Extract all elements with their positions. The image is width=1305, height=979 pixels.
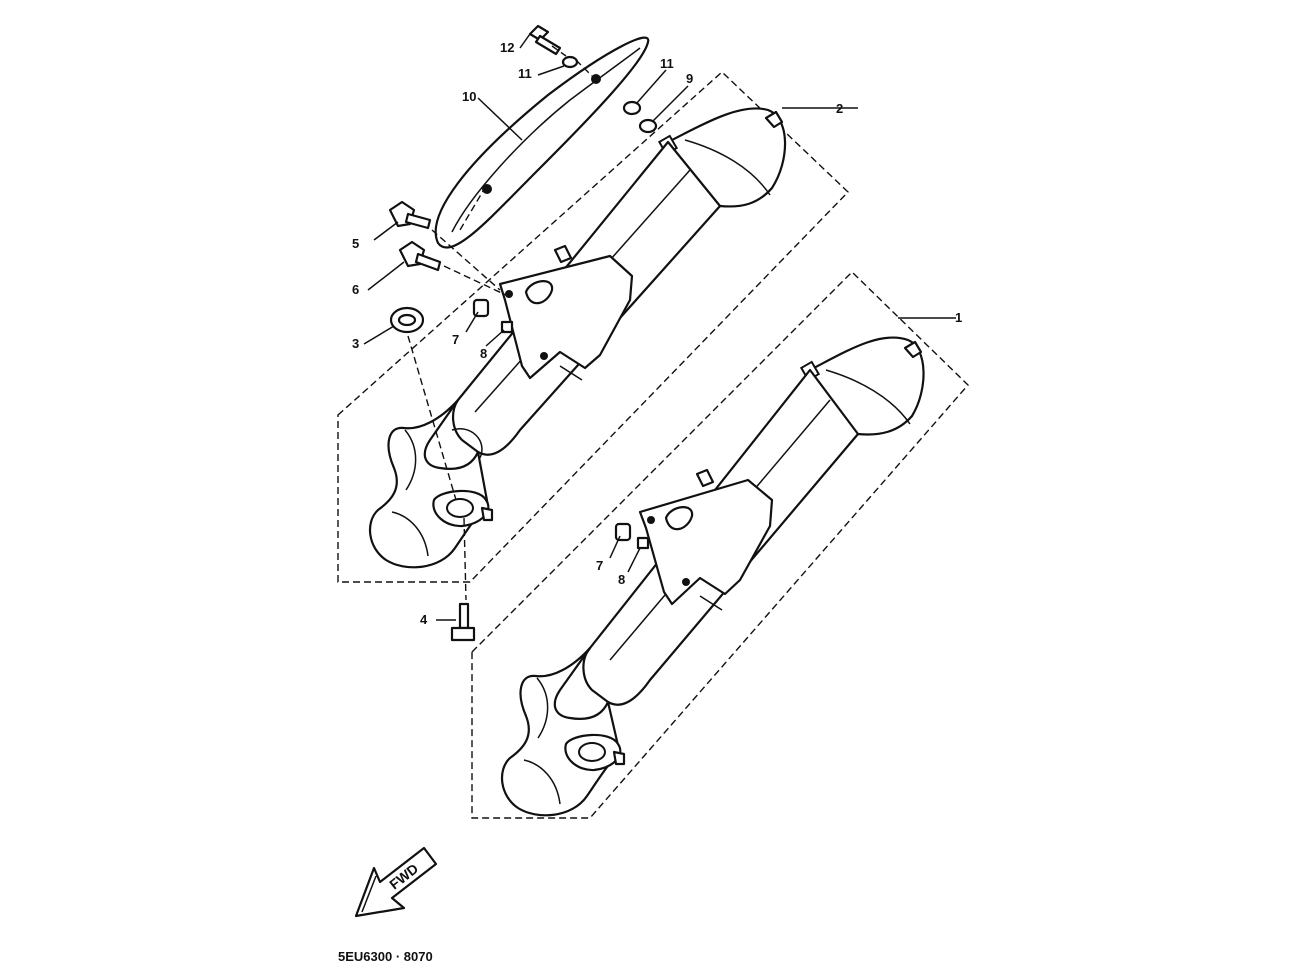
gasket-part-3 (389, 306, 425, 334)
callout-11b: 11 (660, 56, 674, 71)
forward-direction-arrow: FWD (354, 846, 438, 918)
heat-protector (434, 36, 650, 249)
callout-8b: 8 (618, 572, 625, 587)
callout-8a: 8 (480, 346, 487, 361)
callout-9: 9 (686, 71, 693, 86)
washer-part-11-top (561, 55, 579, 69)
callout-1: 1 (955, 310, 962, 325)
callout-12: 12 (500, 40, 514, 55)
callout-6: 6 (352, 282, 359, 297)
collar-part-7-top (472, 298, 490, 318)
damper-part-8-top (500, 320, 514, 334)
callout-3: 3 (352, 336, 359, 351)
diagram-code: 5EU6300 · 8070 (338, 949, 433, 964)
bolt-part-4 (450, 602, 476, 642)
washer-part-9 (638, 118, 658, 134)
muffler-assembly-2 (368, 107, 787, 569)
callout-2: 2 (836, 101, 843, 116)
leader-lines (363, 33, 956, 621)
damper-part-8-bottom (636, 536, 650, 550)
callout-5: 5 (352, 236, 359, 251)
muffler-assembly-1 (500, 336, 925, 817)
callout-7a: 7 (452, 332, 459, 347)
callout-11a: 11 (518, 66, 532, 81)
bolt-part-6 (398, 240, 442, 272)
assembly-1-outline (471, 271, 969, 819)
assembly-2-outline (337, 71, 849, 583)
callout-4: 4 (420, 612, 428, 627)
collar-part-7-bottom (614, 522, 632, 542)
screw-part-12 (528, 24, 562, 56)
callout-7b: 7 (596, 558, 603, 573)
washer-part-11-mid (622, 100, 642, 116)
callout-10: 10 (462, 89, 476, 104)
